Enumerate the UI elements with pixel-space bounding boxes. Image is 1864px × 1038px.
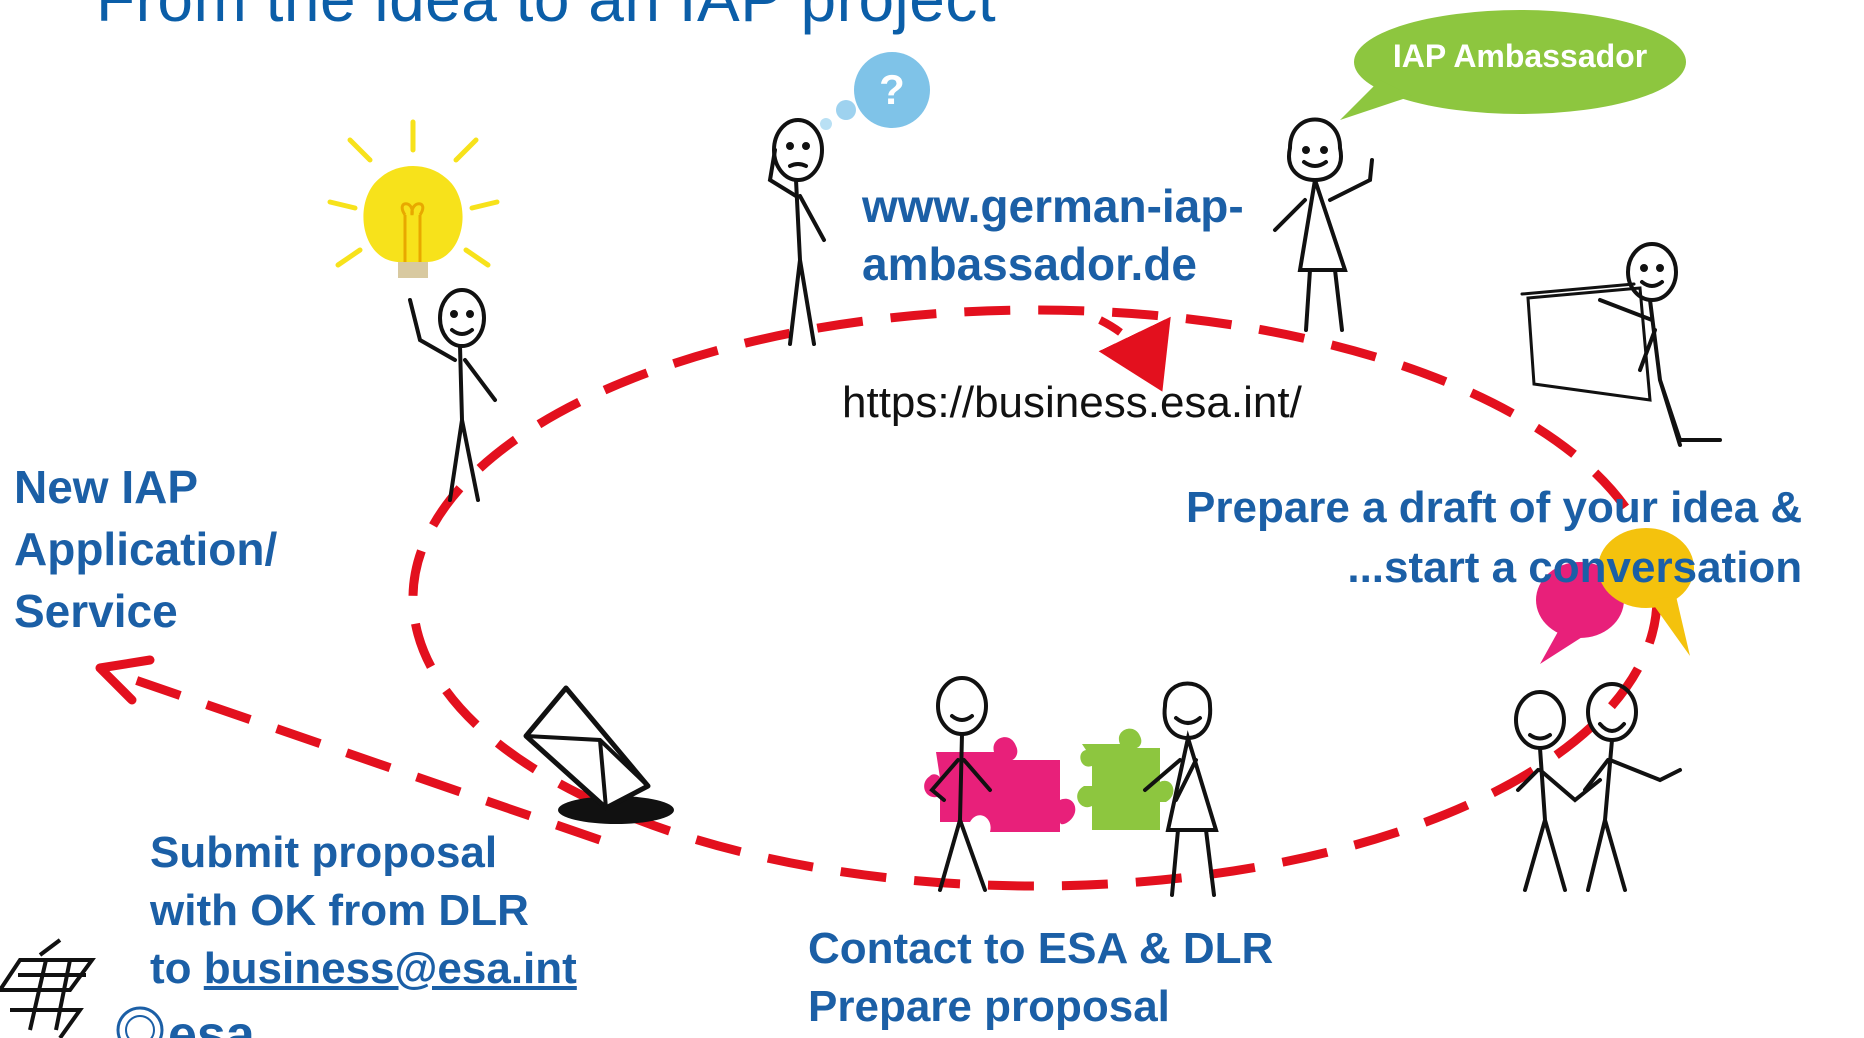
website-line-1: www.german-iap- bbox=[862, 180, 1244, 232]
conversation-persons bbox=[1514, 682, 1682, 892]
submit-label: Submit proposal with OK from DLR to busi… bbox=[150, 824, 577, 998]
url-arrow bbox=[1098, 316, 1171, 392]
puzzle-green-icon bbox=[1077, 728, 1174, 830]
dlr-logo-icon bbox=[0, 938, 96, 1038]
question-bubble-icon: ? bbox=[820, 52, 930, 130]
envelope-icon bbox=[523, 685, 674, 824]
draft-line-1: Prepare a draft of your idea & bbox=[1186, 483, 1803, 532]
ambassador-person bbox=[1273, 117, 1374, 332]
esa-logo-icon: esa bbox=[116, 1006, 256, 1038]
exit-arrow bbox=[110, 667, 602, 845]
contact-line-2: Prepare proposal bbox=[808, 982, 1170, 1031]
contact-line-1: Contact to ESA & DLR bbox=[808, 924, 1274, 973]
puzzle-pink-icon bbox=[924, 737, 1076, 832]
submit-line-3: to business@esa.int bbox=[150, 940, 577, 998]
ambassador-bubble bbox=[1340, 10, 1686, 120]
ambassador-bubble-label: IAP Ambassador bbox=[1392, 38, 1648, 74]
submit-line-1: Submit proposal bbox=[150, 828, 498, 877]
new-application-label: New IAP Application/ Service bbox=[14, 456, 277, 642]
contact-label: Contact to ESA & DLR Prepare proposal bbox=[808, 920, 1273, 1036]
submit-to-text: to bbox=[150, 944, 204, 993]
idea-person bbox=[408, 288, 497, 502]
esa-logo-text: esa bbox=[168, 1006, 256, 1038]
submit-email-link[interactable]: business@esa.int bbox=[203, 944, 577, 993]
slide-title: From the idea to an IAP project bbox=[96, 0, 996, 36]
draft-person bbox=[1520, 242, 1722, 447]
website-line-2: ambassador.de bbox=[862, 238, 1197, 290]
lightbulb-icon bbox=[327, 119, 500, 278]
exit-arrowhead bbox=[95, 655, 155, 705]
submit-line-2: with OK from DLR bbox=[150, 886, 529, 935]
new-app-line-3: Service bbox=[14, 585, 178, 637]
draft-label: Prepare a draft of your idea & ...start … bbox=[1186, 478, 1802, 598]
puzzle-persons bbox=[929, 676, 1219, 897]
esa-business-url[interactable]: https://business.esa.int/ bbox=[842, 378, 1302, 427]
svg-text:?: ? bbox=[879, 66, 905, 113]
thinking-person bbox=[767, 118, 826, 346]
new-app-line-2: Application/ bbox=[14, 523, 278, 575]
speech-bubbles-icon bbox=[1536, 528, 1694, 664]
draft-line-2: ...start a conversation bbox=[1347, 543, 1803, 592]
ambassador-website[interactable]: www.german-iap- ambassador.de bbox=[862, 177, 1244, 293]
new-app-line-1: New IAP bbox=[14, 461, 199, 513]
